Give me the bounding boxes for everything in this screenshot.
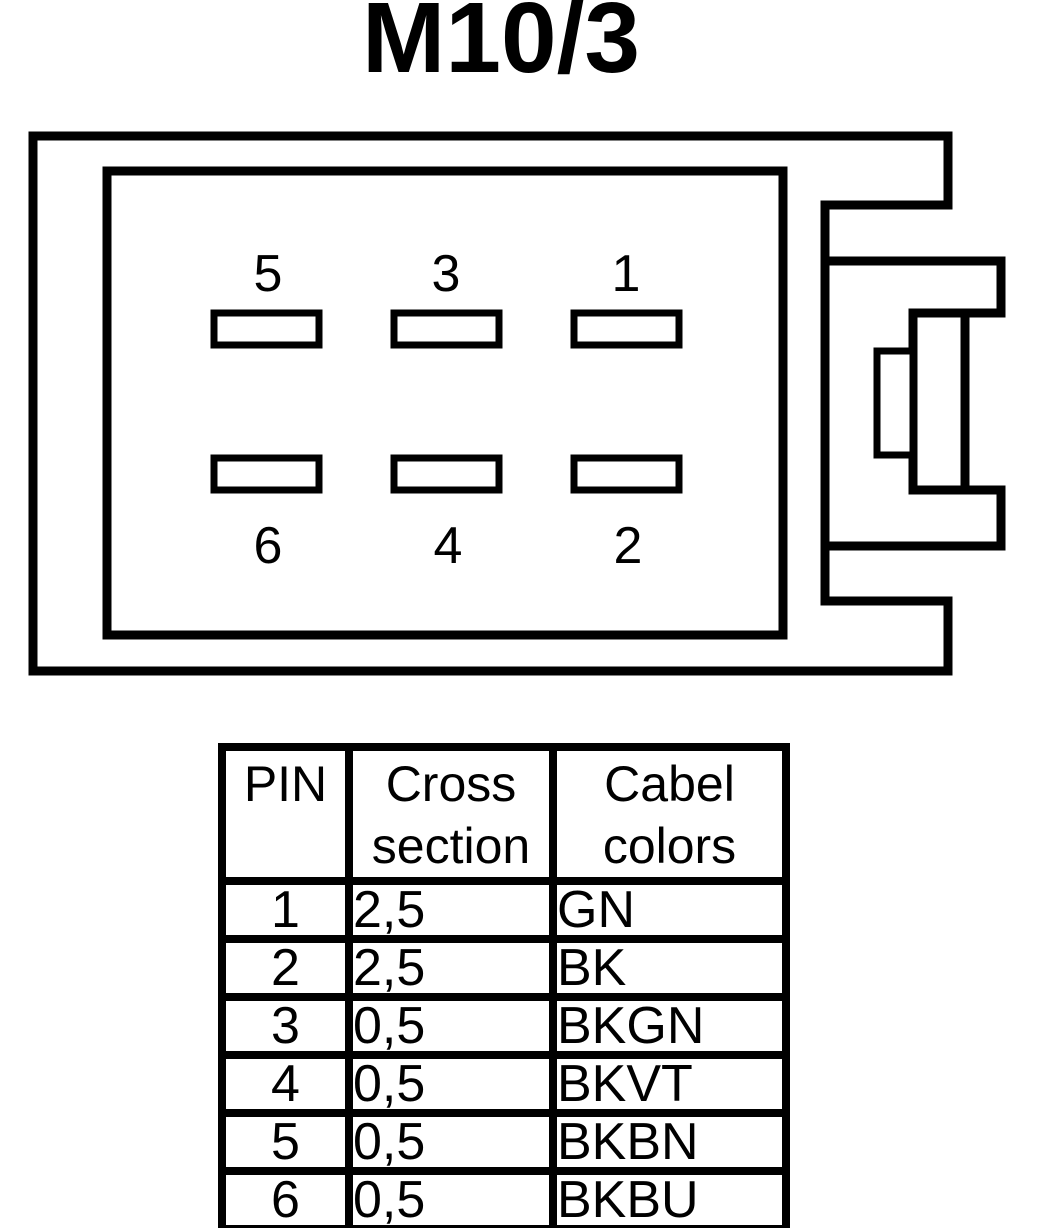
- pin-slot-6: [210, 454, 323, 494]
- pin-slot-1: [570, 309, 683, 349]
- connector-title: M10/3: [362, 0, 640, 94]
- cable-color-cell: BKBN: [549, 1109, 790, 1175]
- table-row: 5 0,5 BKBN: [218, 1109, 790, 1175]
- pin-number-cell: 6: [218, 1167, 353, 1228]
- pin-slot-4: [390, 454, 503, 494]
- table-row: 6 0,5 BKBU: [218, 1167, 790, 1228]
- pin-slot-2: [570, 454, 683, 494]
- table-header-pin: PIN: [218, 743, 353, 885]
- latch-beam: [908, 308, 970, 495]
- pin-label-6: 6: [253, 517, 283, 575]
- pinout-table: PIN Cross section Cabel colors 1 2,5 GN …: [218, 743, 790, 1228]
- cable-color-cell: BKGN: [549, 993, 790, 1059]
- cable-color-cell: GN: [549, 877, 790, 943]
- table-header-cross-section: Cross section: [345, 743, 557, 885]
- cable-color-cell: BK: [549, 935, 790, 1001]
- cable-color-cell: BKBU: [549, 1167, 790, 1228]
- pin-label-3: 3: [431, 245, 461, 303]
- connector-inner-face: [102, 166, 788, 640]
- cross-section-cell: 0,5: [345, 1109, 557, 1175]
- cable-color-cell: BKVT: [549, 1051, 790, 1117]
- pin-label-4: 4: [433, 517, 463, 575]
- table-header-cable-colors: Cabel colors: [549, 743, 790, 885]
- pin-number-cell: 2: [218, 935, 353, 1001]
- pin-number-cell: 4: [218, 1051, 353, 1117]
- pin-number-cell: 5: [218, 1109, 353, 1175]
- table-row: 2 2,5 BK: [218, 935, 790, 1001]
- pin-number-cell: 3: [218, 993, 353, 1059]
- table-row: 1 2,5 GN: [218, 877, 790, 943]
- cross-section-cell: 0,5: [345, 1051, 557, 1117]
- pin-slot-5: [210, 309, 323, 349]
- pin-label-1: 1: [611, 245, 641, 303]
- pin-number-cell: 1: [218, 877, 353, 943]
- connector-outer-housing: [28, 131, 953, 676]
- pin-slot-3: [390, 309, 503, 349]
- latch-tab: [873, 347, 917, 459]
- cross-section-cell: 2,5: [345, 935, 557, 1001]
- table-row: 4 0,5 BKVT: [218, 1051, 790, 1117]
- cross-section-cell: 2,5: [345, 877, 557, 943]
- pin-label-5: 5: [253, 245, 283, 303]
- pin-label-2: 2: [613, 517, 643, 575]
- cross-section-cell: 0,5: [345, 993, 557, 1059]
- cross-section-cell: 0,5: [345, 1167, 557, 1228]
- connector-diagram: [28, 131, 1006, 676]
- table-header-row: PIN Cross section Cabel colors: [218, 743, 790, 885]
- table-row: 3 0,5 BKGN: [218, 993, 790, 1059]
